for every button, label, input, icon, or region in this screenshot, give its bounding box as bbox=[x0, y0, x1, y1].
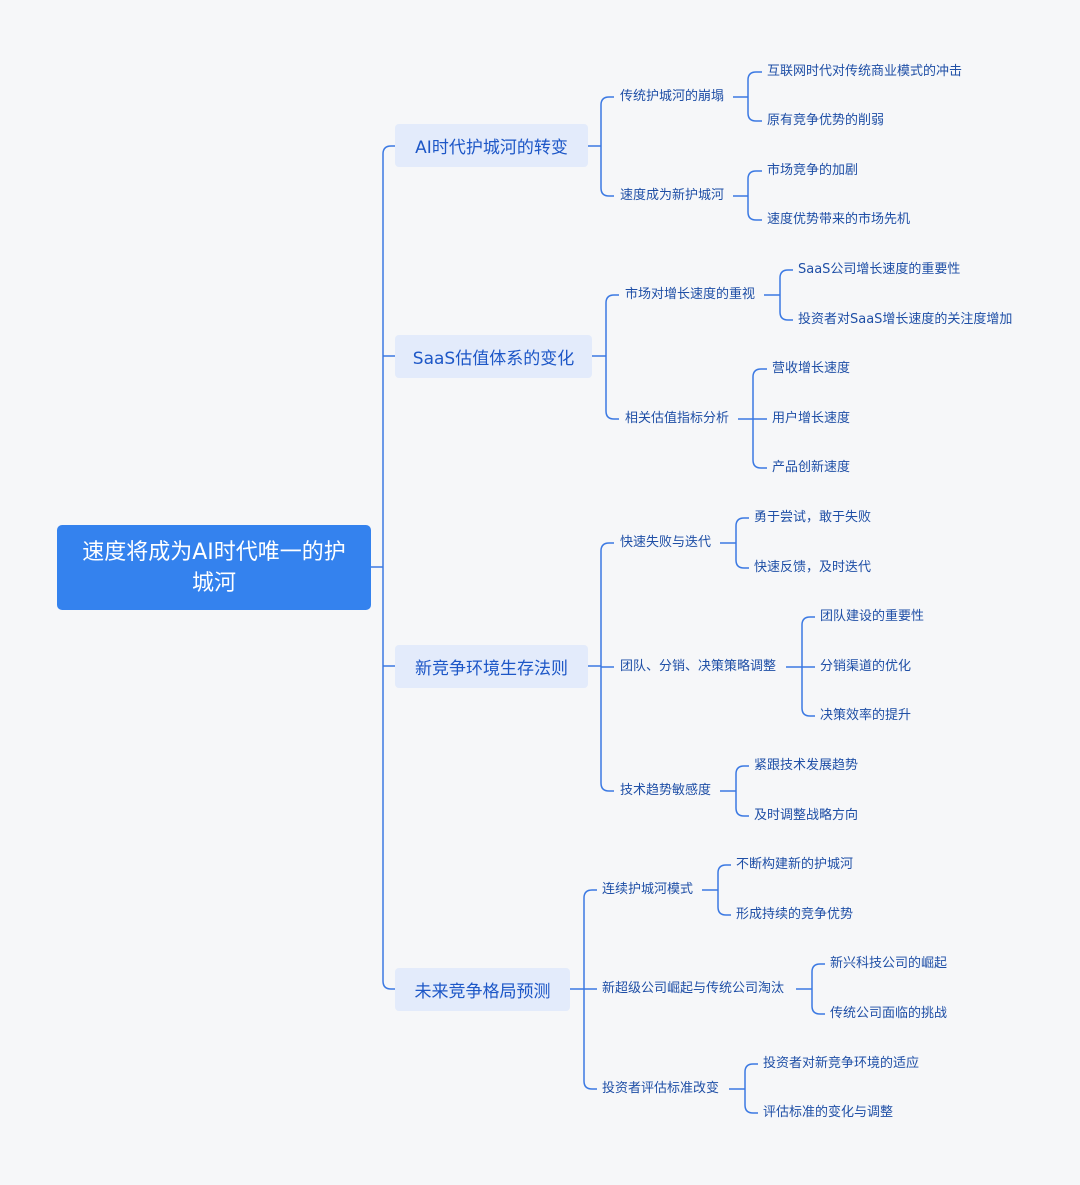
leaf-node[interactable]: 形成持续的竞争优势 bbox=[736, 907, 854, 922]
leaf-node[interactable]: 快速反馈，及时迭代 bbox=[754, 560, 872, 575]
sub-node[interactable]: 投资者评估标准改变 bbox=[602, 1081, 720, 1096]
connector bbox=[735, 765, 749, 791]
sub-node[interactable]: 速度成为新护城河 bbox=[620, 188, 725, 203]
sub-node[interactable]: 快速失败与迭代 bbox=[620, 535, 712, 550]
connector bbox=[735, 543, 749, 569]
leaf-node[interactable]: 传统公司面临的挑战 bbox=[830, 1006, 948, 1021]
sub-node[interactable]: 传统护城河的崩塌 bbox=[620, 89, 725, 104]
connector bbox=[744, 1089, 758, 1114]
leaf-node[interactable]: 新兴科技公司的崛起 bbox=[830, 956, 948, 971]
leaf-node[interactable]: 分销渠道的优化 bbox=[820, 659, 912, 674]
leaf-node[interactable]: 不断构建新的护城河 bbox=[736, 857, 854, 872]
branch-node[interactable]: 未来竞争格局预测 bbox=[395, 968, 570, 1011]
connector bbox=[717, 864, 731, 890]
leaf-node[interactable]: SaaS公司增长速度的重要性 bbox=[798, 262, 961, 277]
branch-node[interactable]: 新竞争环境生存法则 bbox=[395, 645, 588, 688]
connector bbox=[600, 542, 614, 666]
connector bbox=[752, 368, 767, 419]
connector bbox=[747, 170, 762, 196]
connector bbox=[811, 963, 825, 989]
leaf-node[interactable]: 互联网时代对传统商业模式的冲击 bbox=[767, 64, 963, 79]
sub-node[interactable]: 团队、分销、决策策略调整 bbox=[620, 659, 777, 674]
leaf-node[interactable]: 评估标准的变化与调整 bbox=[763, 1105, 894, 1120]
leaf-node[interactable]: 勇于尝试，敢于失败 bbox=[754, 510, 872, 525]
connector bbox=[811, 989, 825, 1015]
connector bbox=[382, 145, 395, 567]
connector bbox=[605, 294, 619, 356]
connector bbox=[600, 666, 614, 792]
connector bbox=[605, 356, 619, 420]
leaf-node[interactable]: 营收增长速度 bbox=[772, 361, 851, 376]
leaf-node[interactable]: 决策效率的提升 bbox=[820, 708, 912, 723]
leaf-node[interactable]: 市场竞争的加剧 bbox=[767, 163, 859, 178]
connector bbox=[747, 71, 762, 97]
connector bbox=[801, 616, 815, 667]
connector bbox=[717, 890, 731, 916]
leaf-node[interactable]: 及时调整战略方向 bbox=[754, 808, 859, 823]
leaf-node[interactable]: 产品创新速度 bbox=[772, 460, 851, 475]
branch-node[interactable]: AI时代护城河的转变 bbox=[395, 124, 588, 167]
sub-node[interactable]: 新超级公司崛起与传统公司淘汰 bbox=[602, 981, 785, 996]
connector bbox=[747, 196, 762, 221]
branch-node[interactable]: SaaS估值体系的变化 bbox=[395, 335, 592, 378]
connector bbox=[735, 517, 749, 543]
sub-node[interactable]: 技术趋势敏感度 bbox=[620, 783, 712, 798]
connector bbox=[747, 97, 762, 122]
leaf-node[interactable]: 速度优势带来的市场先机 bbox=[767, 212, 911, 227]
connector bbox=[600, 96, 614, 146]
connector bbox=[735, 791, 749, 817]
leaf-node[interactable]: 投资者对新竞争环境的适应 bbox=[763, 1056, 920, 1071]
connector bbox=[752, 419, 767, 469]
leaf-node[interactable]: 用户增长速度 bbox=[772, 411, 851, 426]
sub-node[interactable]: 市场对增长速度的重视 bbox=[625, 287, 756, 302]
root-node[interactable]: 速度将成为AI时代唯一的护城河 bbox=[57, 525, 371, 610]
sub-node[interactable]: 相关估值指标分析 bbox=[625, 411, 730, 426]
connector bbox=[744, 1063, 758, 1089]
connector bbox=[779, 269, 793, 295]
leaf-node[interactable]: 紧跟技术发展趋势 bbox=[754, 758, 859, 773]
connector bbox=[382, 567, 395, 990]
connector bbox=[801, 667, 815, 717]
sub-node[interactable]: 连续护城河模式 bbox=[602, 882, 694, 897]
leaf-node[interactable]: 原有竞争优势的削弱 bbox=[767, 113, 885, 128]
leaf-node[interactable]: 团队建设的重要性 bbox=[820, 609, 925, 624]
connector bbox=[779, 295, 793, 321]
connector bbox=[583, 889, 597, 989]
leaf-node[interactable]: 投资者对SaaS增长速度的关注度增加 bbox=[798, 312, 1013, 327]
connector bbox=[600, 146, 614, 197]
connector bbox=[583, 989, 597, 1090]
